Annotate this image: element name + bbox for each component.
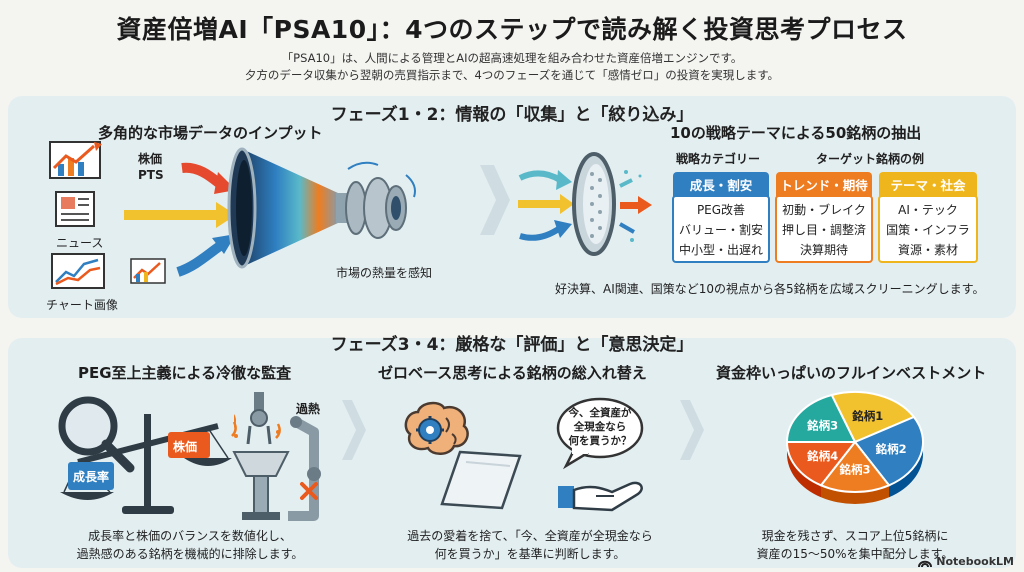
category-items-trend: 初動・ブレイク 押し目・調整済 決算期待 [776,200,872,260]
category-boxes [672,195,978,263]
bubble-line: 全現金なら [573,421,627,433]
category-item: 初動・ブレイク [782,203,866,217]
chart-image-label: チャート画像 [46,298,118,312]
pie-slice [853,415,924,487]
mini-chart-icon [130,258,166,284]
bubble-line: 何を買うか？ [568,435,632,447]
robot-arm-icon [231,392,321,521]
blank-paper-icon [440,450,522,510]
audit-caption-line: 過熱感のある銘柄を機械的に排除します。 [76,547,304,561]
notebooklm-logo: NotebookLM [918,555,1014,568]
input-arrows [124,162,236,277]
pie-label: 銘柄4 [807,449,838,463]
category-item: AI・テック [898,203,958,217]
zero-section-title: ゼロベース思考による銘柄の総入れ替え [378,364,647,382]
pie-label: 銘柄2 [876,442,907,456]
pie-slice [785,393,857,443]
input-section-title: 多角的な市場データのインプット [98,124,323,142]
news-label: ニュース [56,236,104,250]
overheat-label: 過熱 [296,402,321,416]
category-item: 押し目・調整済 [781,223,866,237]
category-item: 資源・素材 [897,243,958,257]
logo-icon [918,560,933,567]
pie-slice [785,441,858,487]
balance-scale-icon [58,396,232,514]
subtitle-line-1: 「PSA10」は、人間による管理とAIの超高速処理を組み合わせた資産倍増エンジン… [281,51,743,65]
category-item: 国策・インフラ [886,223,970,237]
pie-slice [819,440,891,493]
speech-bubble-icon [556,397,644,470]
filter-icon [518,152,652,256]
phase12-chevron [480,165,510,235]
extract-section-title: 10の戦略テーマによる50銘柄の抽出 [670,124,922,142]
category-item: 中小型・出遅れ [678,243,763,257]
category-items-theme: AI・テック 国策・インフラ 資源・素材 [879,200,977,260]
pie-side [821,485,889,504]
subtitle-line-2: 夕方のデータ収集から翌朝の売買指示まで、4つのフェーズを通じて「感情ゼロ」の投資… [244,68,780,82]
invest-caption: 現金を残さず、スコア上位5銘柄に 資産の15〜50%を集中配分します。 [720,527,990,563]
pts-label: PTS [138,168,164,182]
price-tag: 株価 [173,440,198,454]
page-title: 資産倍増AI「PSA10」：4つのステップで読み解く投資思考プロセス [116,15,908,44]
pie-side [889,442,923,498]
invest-section-title: 資金枠いっぱいのフルインベストメント [716,364,987,382]
line-chart-icon [51,253,105,289]
pie-label: 銘柄3 [839,463,870,477]
logo-text: NotebookLM [936,555,1014,568]
zero-caption-line: 何を買うか」を基準に判断します。 [434,547,626,561]
funnel-caption: 市場の熱量を感知 [336,266,433,280]
target-col-title: ターゲット銘柄の例 [816,152,925,166]
open-hand-icon [558,481,643,512]
growth-rate-tag: 成長率 [73,470,110,484]
category-items-growth: PEG改善 バリュー・割安 中小型・出遅れ [673,200,769,260]
audit-section-title: PEG至上主義による冷徹な監査 [78,364,292,382]
newspaper-icon [55,191,95,227]
invest-caption-line: 現金を残さず、スコア上位5銘柄に [761,529,949,543]
bubble-line: 今、全資産が [568,407,632,419]
phase34-chevron-1 [342,400,366,460]
funnel-icon [227,147,416,269]
extract-caption: 好決算、AI関連、国策など10の視点から各5銘柄を広域スクリーニングします。 [555,282,985,296]
trend-chart-icon [49,141,102,179]
brain-gear-icon [404,401,469,455]
pie-label: 銘柄3 [807,418,838,432]
phase34-title: フェーズ3・4：厳格な「評価」と「意思決定」 [330,335,694,355]
audit-caption: 成長率と株価のバランスを数値化し、 過熱感のある銘柄を機械的に排除します。 [60,527,320,563]
zero-caption-line: 過去の愛着を捨て、「今、全資産が全現金なら [407,529,653,543]
category-item: 決算期待 [799,243,848,257]
price-label: 株価 [138,152,163,166]
phase12-title: フェーズ1・2：情報の「収集」と「絞り込み」 [330,105,694,125]
category-col-title: 戦略カテゴリー [676,152,761,166]
audit-caption-line: 成長率と株価のバランスを数値化し、 [88,529,292,543]
category-item: PEG改善 [696,203,746,217]
invest-caption-line: 資産の15〜50%を集中配分します。 [756,547,954,561]
pie-label: 銘柄1 [852,409,883,423]
phase34-chevron-2 [680,400,704,460]
category-item: バリュー・割安 [678,223,763,237]
zero-caption: 過去の愛着を捨て、「今、全資産が全現金なら 何を買うか」を基準に判断します。 [380,527,680,563]
speech-bubble-text: 今、全資産が 全現金なら 何を買うか？ [556,406,644,448]
pie-side [787,442,821,498]
pie-slice [830,391,916,444]
